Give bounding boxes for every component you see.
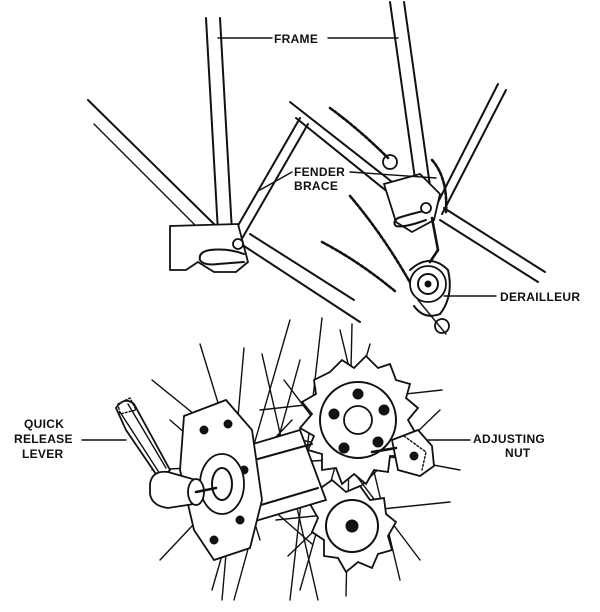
derailleur (409, 216, 451, 335)
right-dropout (382, 154, 441, 234)
derailleur-label: DERAILLEUR (500, 290, 580, 304)
fender-brace-label-line2: BRACE (294, 179, 338, 193)
chain (320, 106, 448, 294)
adjusting-nut-label-line1: ADJUSTING (473, 432, 545, 446)
adjusting-nut-label-line2: NUT (505, 446, 531, 460)
frame-label: FRAME (274, 32, 318, 46)
quick-release-lever-label-line1: QUICK (24, 417, 64, 431)
fender-brace-label-line1: FENDER (294, 165, 345, 179)
quick-release-lever-label-line3: LEVER (22, 447, 64, 461)
left-dropout (169, 223, 250, 273)
quick-release-lever-label-line2: RELEASE (14, 432, 73, 446)
adjusting-nut (370, 428, 435, 477)
quick-release-lever (114, 397, 218, 509)
hub (179, 398, 328, 562)
leader-lines (81, 37, 497, 441)
frame (87, 1, 546, 323)
freewheel-sprocket (298, 354, 420, 574)
